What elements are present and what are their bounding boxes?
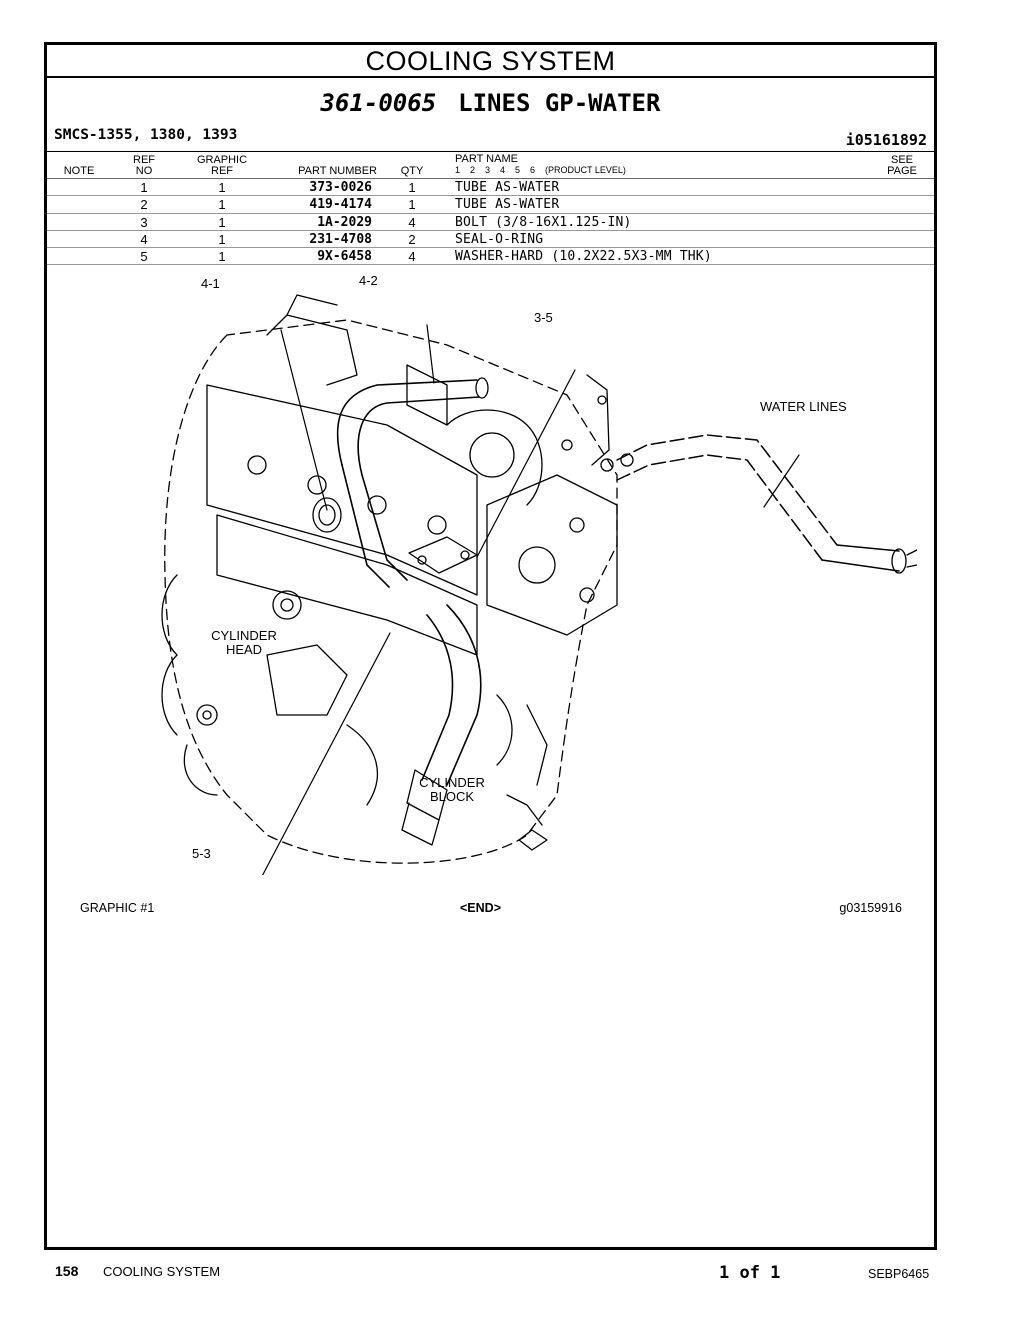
graphic-label: GRAPHIC #1 [80, 901, 155, 915]
document-number: SEBP6465 [868, 1267, 930, 1281]
engine-illustration [161, 294, 917, 875]
header-part-number: PART NUMBER [298, 165, 377, 177]
document-identifier: i05161892 [845, 131, 927, 149]
ref-no: 2 [140, 197, 148, 213]
header-product-levels: 1 2 3 4 5 6 (PRODUCT LEVEL) [455, 165, 626, 175]
section-title: COOLING SYSTEM [47, 45, 934, 78]
graphic-ref: 1 [218, 214, 226, 230]
header-ref-no-1: REF [133, 154, 155, 166]
graphic-ref: 1 [218, 231, 226, 247]
part-name: BOLT (3/8-16X1.125-IN) [455, 214, 632, 230]
qty: 1 [408, 180, 416, 195]
callout-cylinder-head-line-2: HEAD [225, 642, 263, 657]
callout-cylinder-head-line-1: CYLINDER [211, 628, 277, 643]
parts-table-body: 1 1 373-0026 1 TUBE AS-WATER 2 1 419-417… [47, 179, 934, 266]
header-see-page-2: PAGE [887, 165, 917, 177]
table-row: 1 1 373-0026 1 TUBE AS-WATER [47, 179, 934, 197]
callout-cylinder-head: CYLINDER HEAD [209, 629, 279, 657]
page-count: 1 of 1 [719, 1263, 781, 1283]
graphic-ref: 1 [218, 249, 226, 265]
parts-table-header: NOTE REF NO GRAPHIC REF PART NUMBER QTY … [47, 151, 934, 179]
callout-cylinder-block-line-1: CYLINDER [419, 775, 485, 790]
table-row: 4 1 231-4708 2 SEAL-O-RING [47, 231, 934, 249]
callout-4-1: 4-1 [201, 276, 220, 291]
header-part-name: PART NAME [455, 153, 518, 165]
table-row: 2 1 419-4174 1 TUBE AS-WATER [47, 196, 934, 214]
smcs-codes: SMCS-1355, 1380, 1393 [54, 127, 238, 143]
ref-no: 1 [140, 180, 148, 195]
ref-no: 4 [140, 231, 148, 247]
part-name: TUBE AS-WATER [455, 197, 560, 213]
graphic-ref: 1 [218, 197, 226, 213]
part-number: 419-4174 [309, 197, 372, 213]
callout-water-lines: WATER LINES [760, 399, 847, 414]
header-note: NOTE [63, 165, 95, 177]
qty: 4 [408, 214, 416, 230]
callout-cylinder-block: CYLINDER BLOCK [417, 776, 487, 804]
graphic-id: g03159916 [839, 901, 902, 915]
callout-cylinder-block-line-2: BLOCK [429, 789, 475, 804]
page-number: 158 [55, 1263, 79, 1279]
page-section: COOLING SYSTEM [103, 1264, 221, 1279]
part-name: WASHER-HARD (10.2X22.5X3-MM THK) [455, 249, 712, 265]
header-graphic-ref-1: GRAPHIC [196, 154, 248, 166]
part-name: SEAL-O-RING [455, 231, 544, 247]
header-ref-no-2: NO [135, 165, 153, 177]
end-marker: <END> [460, 901, 501, 915]
group-heading: 361-0065 LINES GP-WATER [47, 88, 934, 118]
part-number: 373-0026 [309, 180, 372, 195]
graphic-ref: 1 [218, 180, 226, 195]
qty: 4 [408, 249, 416, 265]
page-frame: COOLING SYSTEM 361-0065 LINES GP-WATER SM… [44, 42, 937, 1250]
callout-3-5: 3-5 [534, 310, 553, 325]
part-number: 231-4708 [309, 231, 372, 247]
part-number: 9X-6458 [317, 249, 372, 265]
group-name: LINES GP-WATER [458, 89, 661, 117]
part-name: TUBE AS-WATER [455, 180, 560, 195]
qty: 2 [408, 231, 416, 247]
part-number: 1A-2029 [317, 214, 372, 230]
ref-no: 3 [140, 214, 148, 230]
group-number: 361-0065 [320, 89, 437, 117]
header-qty: QTY [400, 165, 424, 177]
callout-5-3: 5-3 [192, 846, 211, 861]
callout-4-2: 4-2 [359, 273, 378, 288]
qty: 1 [408, 197, 416, 213]
table-row: 3 1 1A-2029 4 BOLT (3/8-16X1.125-IN) [47, 214, 934, 231]
table-row: 5 1 9X-6458 4 WASHER-HARD (10.2X22.5X3-M… [47, 248, 934, 266]
header-graphic-ref-2: REF [211, 165, 233, 177]
ref-no: 5 [140, 249, 148, 265]
header-see-page-1: SEE [890, 154, 913, 166]
